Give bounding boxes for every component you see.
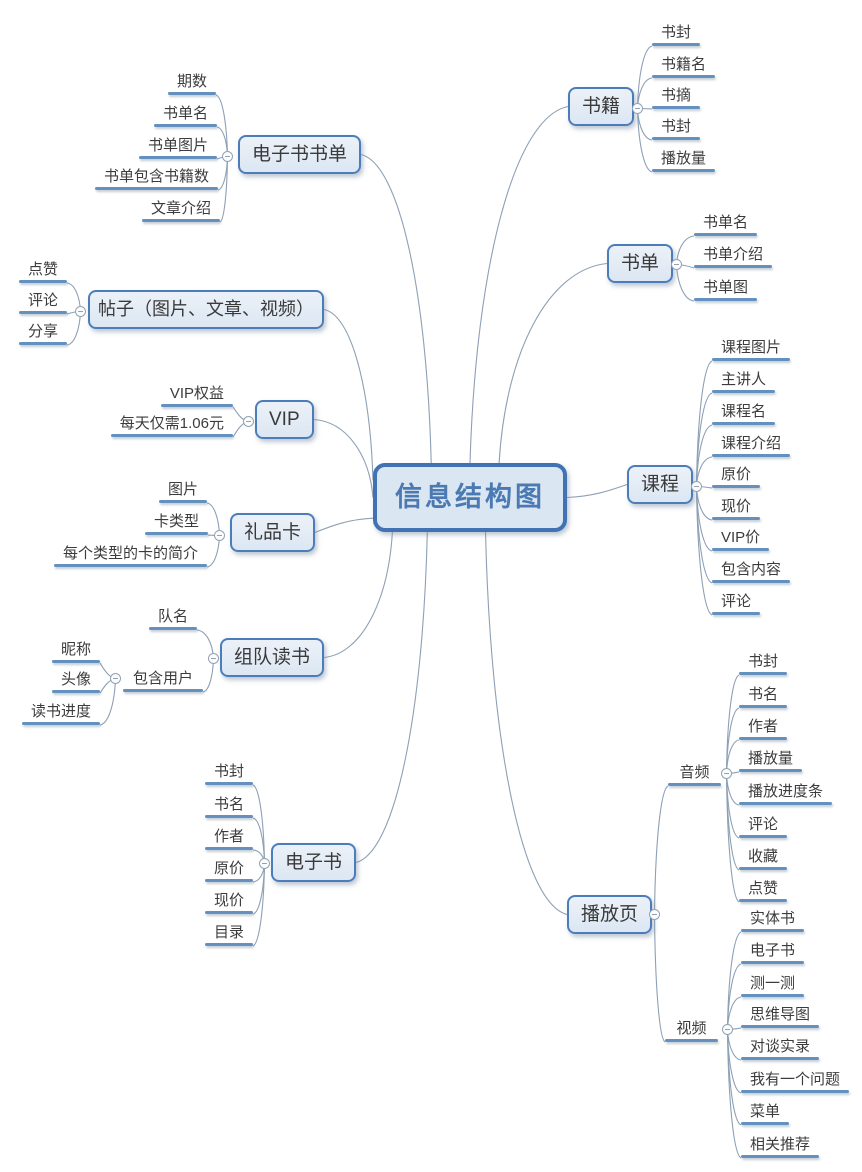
- mindmap-topic[interactable]: 课程介绍: [712, 433, 791, 457]
- node-course[interactable]: 课程: [627, 465, 694, 504]
- mindmap-topic[interactable]: 每个类型的卡的简介: [53, 543, 208, 567]
- node-booklist[interactable]: 书单: [607, 244, 674, 283]
- mindmap-topic[interactable]: 队名: [148, 606, 198, 630]
- mindmap-topic[interactable]: 作者: [204, 826, 254, 850]
- node-ebook[interactable]: 电子书: [271, 843, 357, 882]
- collapse-icon[interactable]: [222, 151, 233, 162]
- mindmap-topic[interactable]: 课程图片: [712, 337, 791, 361]
- node-vip[interactable]: VIP: [255, 400, 314, 439]
- mindmap-topic[interactable]: 收藏: [739, 846, 788, 870]
- mindmap-topic[interactable]: 原价: [204, 858, 254, 882]
- mindmap-topic[interactable]: 每天仅需1.06元: [110, 413, 234, 437]
- collapse-icon[interactable]: [691, 481, 702, 492]
- mindmap-topic[interactable]: 现价: [712, 496, 761, 520]
- node-books[interactable]: 书籍: [568, 87, 635, 126]
- mindmap-topic[interactable]: 评论: [739, 814, 788, 838]
- mindmap-topic[interactable]: 包含内容: [712, 559, 791, 583]
- mindmap-topic[interactable]: 播放进度条: [739, 781, 833, 805]
- mindmap-topic[interactable]: 播放量: [739, 748, 803, 772]
- node-ebooklist[interactable]: 电子书书单: [238, 135, 362, 174]
- collapse-icon[interactable]: [649, 909, 660, 920]
- mindmap-topic[interactable]: 思维导图: [741, 1004, 820, 1028]
- collapse-icon[interactable]: [214, 530, 225, 541]
- mindmap-topic[interactable]: 书封: [739, 651, 788, 675]
- mindmap-topic[interactable]: 书单名: [153, 103, 218, 127]
- mindmap-topic[interactable]: VIP权益: [160, 383, 234, 407]
- mindmap-topic[interactable]: 我有一个问题: [741, 1069, 850, 1093]
- mindmap-topic[interactable]: 书籍名: [652, 54, 716, 78]
- mindmap-topic[interactable]: 对谈实录: [741, 1036, 820, 1060]
- collapse-icon[interactable]: [721, 768, 732, 779]
- mindmap-topic[interactable]: 书名: [204, 794, 254, 818]
- mindmap-topic[interactable]: 昵称: [51, 639, 101, 663]
- mindmap-topic[interactable]: 卡类型: [144, 511, 209, 535]
- mindmap-topic[interactable]: 课程名: [712, 401, 776, 425]
- mindmap-topic[interactable]: 作者: [739, 716, 788, 740]
- mindmap-topic[interactable]: 主讲人: [712, 369, 776, 393]
- mindmap-topic[interactable]: 点赞: [18, 259, 68, 283]
- collapse-icon[interactable]: [243, 416, 254, 427]
- mindmap-topic[interactable]: 分享: [18, 321, 68, 345]
- mindmap-topic[interactable]: 实体书: [741, 908, 805, 932]
- mindmap-topic[interactable]: VIP价: [712, 527, 770, 551]
- node-team-user[interactable]: 包含用户: [123, 668, 203, 692]
- mindmap-topic[interactable]: 头像: [51, 669, 101, 693]
- node-video[interactable]: 视频: [665, 1018, 718, 1042]
- node-giftcard[interactable]: 礼品卡: [230, 513, 316, 552]
- collapse-icon[interactable]: [259, 858, 270, 869]
- mindmap-topic[interactable]: 目录: [204, 922, 254, 946]
- mindmap-topic[interactable]: 测一测: [741, 973, 805, 997]
- central-topic[interactable]: 信息结构图: [373, 463, 567, 532]
- mindmap-topic[interactable]: 书摘: [652, 85, 701, 109]
- mindmap-topic[interactable]: 书封: [652, 116, 701, 140]
- node-audio[interactable]: 音频: [668, 762, 721, 786]
- mindmap-topic[interactable]: 书封: [204, 761, 254, 785]
- collapse-icon[interactable]: [722, 1024, 733, 1035]
- mindmap-topic[interactable]: 期数: [167, 71, 217, 95]
- collapse-icon[interactable]: [671, 259, 682, 270]
- mindmap-topic[interactable]: 评论: [712, 591, 761, 615]
- mindmap-topic[interactable]: 读书进度: [21, 701, 101, 725]
- mindmap-topic[interactable]: 书单图: [694, 277, 758, 301]
- mindmap-topic[interactable]: 现价: [204, 890, 254, 914]
- mindmap-topic[interactable]: 书名: [739, 684, 788, 708]
- node-post[interactable]: 帖子（图片、文章、视频）: [88, 290, 324, 329]
- collapse-icon[interactable]: [208, 653, 219, 664]
- collapse-icon[interactable]: [75, 306, 86, 317]
- mindmap-topic[interactable]: 书单包含书籍数: [94, 166, 219, 190]
- mindmap-topic[interactable]: 原价: [712, 464, 761, 488]
- mindmap-topic[interactable]: 书封: [652, 22, 701, 46]
- mindmap-topic[interactable]: 菜单: [741, 1101, 790, 1125]
- mindmap-topic[interactable]: 书单介绍: [694, 244, 773, 268]
- mindmap-topic[interactable]: 相关推荐: [741, 1134, 820, 1158]
- mindmap-topic[interactable]: 书单图片: [138, 135, 218, 159]
- mindmap-topic[interactable]: 点赞: [739, 878, 788, 902]
- mindmap-topic[interactable]: 评论: [18, 290, 68, 314]
- collapse-icon[interactable]: [110, 673, 121, 684]
- mindmap-topic[interactable]: 文章介绍: [141, 198, 221, 222]
- node-player[interactable]: 播放页: [567, 895, 653, 934]
- mindmap-topic[interactable]: 播放量: [652, 148, 716, 172]
- mindmap-topic[interactable]: 电子书: [741, 940, 805, 964]
- mindmap-topic[interactable]: 图片: [158, 479, 208, 503]
- collapse-icon[interactable]: [632, 103, 643, 114]
- node-team[interactable]: 组队读书: [220, 638, 325, 677]
- mindmap-topic[interactable]: 书单名: [694, 212, 758, 236]
